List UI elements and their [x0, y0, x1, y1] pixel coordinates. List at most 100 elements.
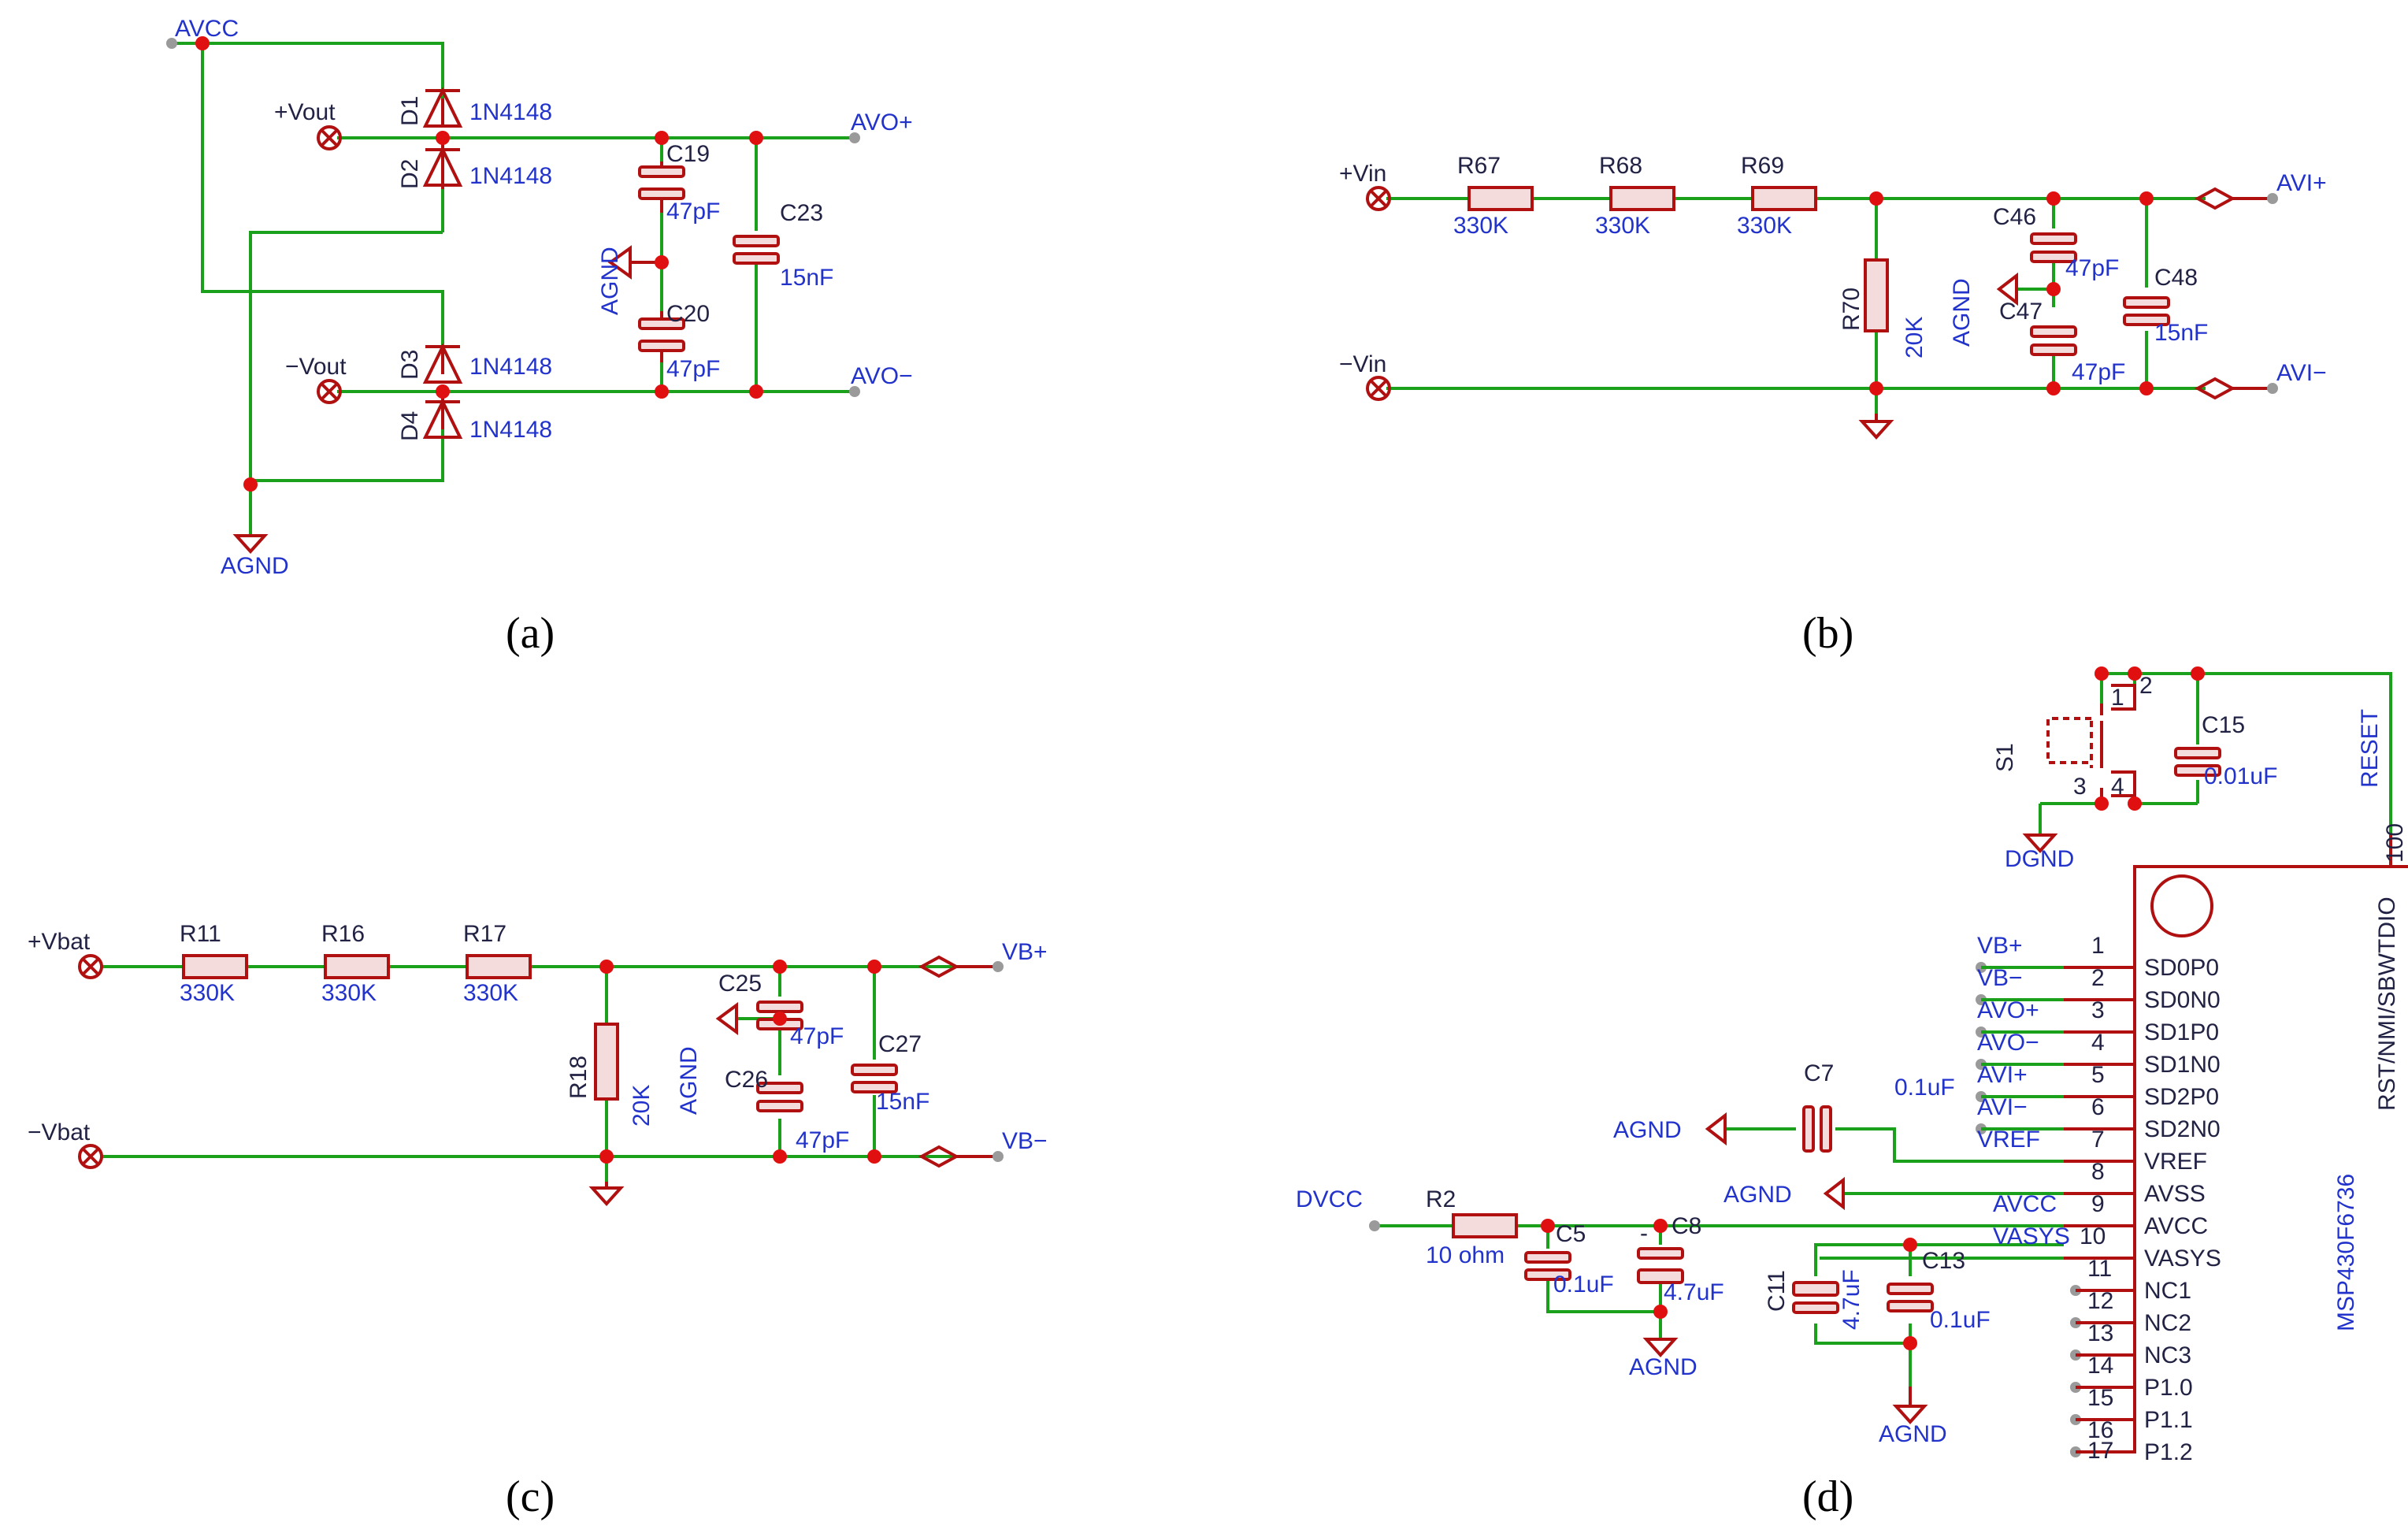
value-d1: 1N4148 [469, 99, 552, 125]
pin-row-7 [1851, 1127, 2135, 1163]
pin-name: P1.2 [2144, 1439, 2193, 1465]
panel-caption-c: (c) [506, 1472, 555, 1521]
label-s1-pin3: 3 [2073, 774, 2087, 800]
net-label-agnd: AGND [676, 1046, 702, 1115]
pin-number: 6 [2091, 1094, 2105, 1120]
pin-number: 7 [2091, 1127, 2105, 1153]
value-c19: 47pF [666, 199, 720, 225]
net-label-dvcc: DVCC [1296, 1186, 1363, 1212]
net-label-agnd-c7: AGND [1613, 1117, 1682, 1143]
value-r16: 330K [321, 980, 377, 1006]
ground-symbol-agnd-bottom [232, 534, 269, 554]
pin-name: SD1P0 [2144, 1019, 2219, 1045]
pin-row-6 [1976, 1123, 2135, 1134]
terminal-vout-pos [317, 125, 342, 150]
pin-number: 1 [2091, 933, 2105, 959]
value-r11: 330K [180, 980, 235, 1006]
port-vb-pos [918, 955, 994, 978]
label-r70: R70 [1838, 288, 1864, 331]
pin-number: 10 [2080, 1223, 2106, 1249]
pin-name: SD0P0 [2144, 955, 2219, 981]
value-d4: 1N4148 [469, 417, 552, 443]
pin-name: SD2N0 [2144, 1116, 2221, 1142]
label-c15: C15 [2202, 712, 2245, 738]
net-label-avi-neg: AVI− [2276, 360, 2327, 386]
pin-number: 13 [2087, 1320, 2113, 1346]
label-r67: R67 [1457, 153, 1501, 179]
port-avi-neg [2194, 377, 2269, 400]
resistor-r18 [594, 1023, 619, 1101]
capacitor-c5 [1524, 1251, 1571, 1281]
label-c8-polarity: - [1640, 1220, 1648, 1246]
terminal-vin-neg [1366, 376, 1391, 401]
capacitor-c11 [1792, 1281, 1839, 1314]
label-r11: R11 [180, 921, 221, 947]
label-s1-pin1: 1 [2111, 685, 2124, 711]
label-d4: D4 [397, 411, 423, 441]
capacitor-c27 [851, 1064, 898, 1093]
pin-name: NC2 [2144, 1310, 2191, 1336]
net-label: VASYS [1993, 1223, 2070, 1249]
switch-s1 [2046, 684, 2136, 804]
terminal-vbat-pos [78, 954, 103, 979]
capacitor-c46 [2030, 232, 2077, 263]
capacitor-c47 [2030, 325, 2077, 356]
value-d3: 1N4148 [469, 354, 552, 380]
label-c8: C8 [1672, 1213, 1701, 1239]
pin-number: 14 [2087, 1353, 2113, 1379]
capacitor-c19 [638, 161, 685, 213]
panel-b: +Vin −Vin AVI+ AVI− R67 330K R68 330K R6… [1339, 153, 2327, 658]
ground-symbol-r18 [588, 1182, 625, 1206]
label-c5: C5 [1556, 1221, 1586, 1247]
resistor-r16 [324, 954, 390, 979]
resistor-r67 [1467, 186, 1534, 211]
capacitor-c13 [1887, 1283, 1934, 1312]
value-c5: 0.1uF [1553, 1272, 1614, 1298]
pin-number: 3 [2091, 997, 2105, 1023]
pin-name-list: SD0P0 SD0N0 SD1P0 SD1N0 SD2P0 SD2N0 VREF… [2144, 955, 2221, 1465]
terminal-vbat-neg [78, 1144, 103, 1169]
resistor-r17 [466, 954, 532, 979]
panel-caption-d: (d) [1802, 1472, 1853, 1521]
pin-number: 11 [2087, 1256, 2112, 1282]
label-c46: C46 [1993, 204, 2036, 230]
net-label: AVCC [1993, 1191, 2057, 1217]
net-label-avi-pos: AVI+ [2276, 170, 2327, 196]
capacitor-c48 [2123, 296, 2170, 326]
label-r17: R17 [463, 921, 506, 947]
label-c27: C27 [878, 1031, 922, 1057]
pin-name: AVSS [2144, 1181, 2206, 1207]
net-label: AVO− [1977, 1030, 2039, 1056]
value-c15: 0.01uF [2204, 763, 2277, 789]
ground-symbol-r70 [1858, 414, 1894, 440]
capacitor-c20 [638, 311, 685, 362]
value-r69: 330K [1737, 213, 1792, 239]
net-label-dgnd: DGND [2005, 846, 2074, 872]
pin-row-13 [2070, 1350, 2135, 1361]
label-c19: C19 [666, 141, 710, 167]
label-c23: C23 [780, 200, 823, 226]
label-c13: C13 [1922, 1248, 1965, 1274]
diode-d3 [422, 343, 463, 384]
net-label-avcc: AVCC [175, 16, 239, 42]
label-c26: C26 [725, 1067, 768, 1093]
pin-row-4 [1976, 1059, 2135, 1070]
ground-symbol-agnd [715, 1002, 738, 1035]
label-rst-pin: RST/NMI/SBWTDIO [2374, 897, 2400, 1111]
ground-symbol-agnd-c13 [1892, 1387, 1928, 1424]
value-c20: 47pF [666, 356, 720, 382]
panel-caption-a: (a) [506, 609, 555, 658]
label-r69: R69 [1741, 153, 1784, 179]
net-label: VB− [1977, 965, 2023, 991]
resistor-r69 [1751, 186, 1817, 211]
pin-row-5 [1976, 1091, 2135, 1102]
pin-number: 9 [2091, 1191, 2105, 1217]
value-r17: 330K [463, 980, 518, 1006]
label-d3: D3 [397, 350, 423, 380]
port-vb-neg [918, 1145, 994, 1168]
pin-number: 2 [2091, 965, 2105, 991]
value-c26: 47pF [796, 1127, 849, 1153]
net-label-avo-pos: AVO+ [851, 110, 913, 136]
net-label: VB+ [1977, 933, 2023, 959]
pin-name: SD2P0 [2144, 1084, 2219, 1110]
